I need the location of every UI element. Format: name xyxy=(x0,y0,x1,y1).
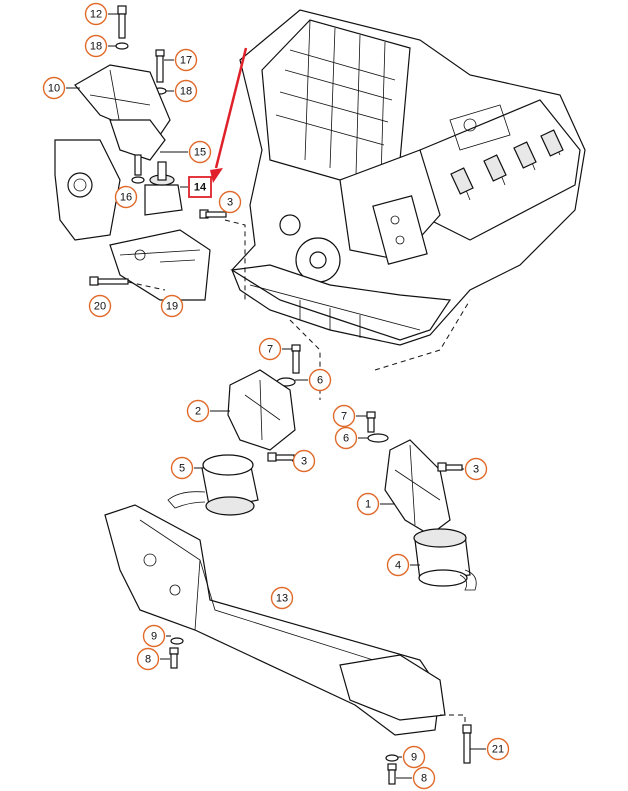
callout-circle xyxy=(356,492,380,516)
callout-label: 13 xyxy=(276,593,288,605)
upper-bracket-assembly xyxy=(54,5,246,301)
callout-9: 9 xyxy=(398,745,426,769)
callout-circle xyxy=(412,766,436,790)
callout-19: 19 xyxy=(160,294,184,318)
callout-8: 8 xyxy=(396,766,436,790)
callout-circle xyxy=(270,586,294,610)
callout-circle xyxy=(292,449,316,473)
callout-3: 3 xyxy=(462,457,488,481)
callout-label: 2 xyxy=(195,406,201,418)
callout-label: 19 xyxy=(166,301,178,313)
callout-label: 3 xyxy=(301,456,307,468)
callout-circle xyxy=(142,624,166,648)
callout-circle xyxy=(308,368,332,392)
callout-12: 12 xyxy=(84,2,118,26)
callout-circle xyxy=(188,140,212,164)
callout-label: 12 xyxy=(90,9,102,21)
callout-17: 17 xyxy=(164,48,198,72)
callout-10: 10 xyxy=(42,76,80,100)
callout-label: 9 xyxy=(151,631,157,643)
callout-circle xyxy=(170,456,194,480)
callout-18: 18 xyxy=(166,79,198,103)
callout-circle xyxy=(88,294,112,318)
callout-1: 1 xyxy=(356,492,395,516)
callout-label: 21 xyxy=(492,744,504,756)
callout-5: 5 xyxy=(170,456,204,480)
highlight-arrow xyxy=(210,47,248,183)
callout-circle xyxy=(218,190,242,214)
callout-label: 14 xyxy=(194,182,207,194)
callout-6: 6 xyxy=(334,426,368,450)
callout-14: 14 xyxy=(180,176,212,198)
subframe xyxy=(104,504,472,785)
callout-circle xyxy=(136,647,160,671)
left-mount-assembly xyxy=(167,299,471,516)
callout-label: 8 xyxy=(421,773,427,785)
callout-label: 6 xyxy=(317,375,323,387)
callout-7: 7 xyxy=(332,404,367,428)
callout-circle xyxy=(84,2,108,26)
callout-6: 6 xyxy=(295,368,332,392)
callout-label: 7 xyxy=(341,411,347,423)
callout-circle xyxy=(174,79,198,103)
callout-label: 15 xyxy=(194,147,206,159)
callout-7: 7 xyxy=(258,337,292,361)
callout-label: 9 xyxy=(411,752,417,764)
callout-label: 1 xyxy=(365,499,371,511)
callout-9: 9 xyxy=(142,624,171,648)
callout-label: 18 xyxy=(90,41,102,53)
callout-label: 8 xyxy=(145,654,151,666)
right-mount-assembly xyxy=(366,411,477,591)
callout-label: 20 xyxy=(94,301,106,313)
callout-18: 18 xyxy=(84,34,116,58)
callout-label: 3 xyxy=(227,197,233,209)
callout-16: 16 xyxy=(114,185,138,209)
callout-circle xyxy=(402,745,426,769)
callout-3: 3 xyxy=(292,449,316,473)
callout-8: 8 xyxy=(136,647,170,671)
callout-label: 6 xyxy=(343,433,349,445)
callout-circle xyxy=(42,76,66,100)
callout-circle xyxy=(334,426,358,450)
callout-circle xyxy=(114,185,138,209)
callout-circle xyxy=(486,737,510,761)
callout-circle xyxy=(174,48,198,72)
callout-label: 5 xyxy=(179,463,185,475)
callout-highlight-box xyxy=(188,176,212,198)
callout-circle xyxy=(186,399,210,423)
callout-13: 13 xyxy=(270,586,294,610)
callout-circle xyxy=(160,294,184,318)
callout-label: 10 xyxy=(48,83,60,95)
callout-circle xyxy=(386,553,410,577)
callout-circle xyxy=(258,337,282,361)
callout-circle xyxy=(464,457,488,481)
callout-label: 3 xyxy=(473,464,479,476)
callout-15: 15 xyxy=(160,140,212,164)
callout-4: 4 xyxy=(386,553,420,577)
callout-label: 16 xyxy=(120,192,132,204)
callout-3: 3 xyxy=(218,190,242,214)
callout-circle xyxy=(332,404,356,428)
callout-2: 2 xyxy=(186,399,230,423)
callout-label: 18 xyxy=(180,86,192,98)
callout-label: 17 xyxy=(180,55,192,67)
callout-circle xyxy=(84,34,108,58)
callout-label: 7 xyxy=(267,344,273,356)
engine-block xyxy=(230,9,586,346)
callout-label: 4 xyxy=(395,560,401,572)
callout-20: 20 xyxy=(88,294,112,318)
callout-21: 21 xyxy=(470,737,510,761)
